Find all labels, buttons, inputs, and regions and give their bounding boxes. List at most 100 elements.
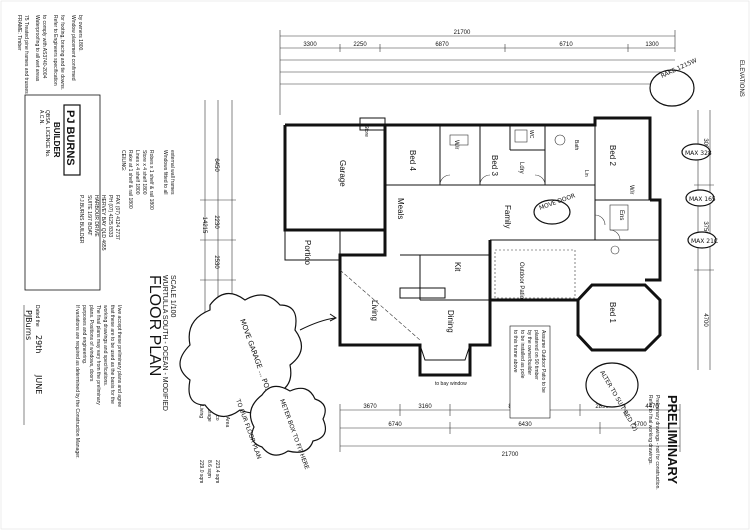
svg-text:Preliminary drawings - not for: Preliminary drawings - not for construct…	[654, 395, 660, 490]
bottom-dim: 4470	[645, 404, 659, 410]
top-dim: 3300	[303, 42, 317, 48]
room-bed3: Bed 3	[490, 155, 499, 176]
room-family: Family	[503, 205, 512, 229]
plan-heading: FLOOR PLAN	[146, 275, 163, 376]
company-addr: QBSA. LICENCE No.	[44, 110, 50, 158]
left-dim: 2530	[213, 255, 219, 269]
note-line: 75 Treated pine frames and trusses	[23, 15, 29, 94]
bottom-dim2: 6430	[518, 422, 532, 428]
bottom-dim2: 6740	[388, 422, 402, 428]
builder-phone: PH (07) 4125 8333	[107, 195, 113, 237]
svg-text:plastered on 90 timber: plastered on 90 timber	[533, 330, 539, 380]
note-line: Waterproofing to all wet areas	[34, 15, 40, 82]
svg-text:Assume Outdoor Patio to be: Assume Outdoor Patio to be	[540, 330, 546, 393]
company-name: PJ BURNS	[64, 110, 76, 166]
room-labels: Garage Bed 4 Bed 3 Bed 2 Bed 1 Family Me…	[303, 125, 634, 387]
acceptance-line: plans. Positions of windows, doors	[88, 305, 94, 382]
acceptance-line: The final plans may vary from the prelim…	[95, 305, 101, 405]
ceiling-note: Lines x 4 shelf 1800	[134, 150, 140, 195]
window-note: external wall frames	[169, 150, 175, 195]
dated-month: JUNE	[34, 374, 43, 394]
bottom-dim: 3670	[363, 404, 377, 410]
builder-town: HERVEY BAY QLD 4655	[100, 195, 106, 251]
right-dim: 3750	[702, 221, 708, 235]
signature: PJBurns	[24, 310, 33, 340]
top-dim: 1300	[645, 42, 659, 48]
elevations-label: ELEVATIONS	[738, 60, 744, 97]
preliminary-label: PRELIMINARY	[665, 395, 680, 484]
right-dim: 4700	[702, 313, 708, 327]
note-line: Refer to Engineers specification	[52, 15, 58, 86]
note-line: Window placement confirmed	[70, 15, 76, 81]
ceiling-note: CEILING:	[120, 150, 126, 171]
area-value: 229.0 sqm	[198, 460, 204, 483]
company-sub: BUILDER	[52, 122, 61, 158]
builder-name: P.J.BURNS BUILDER	[78, 195, 84, 244]
builder-street: HARBOUR DRIVE	[93, 195, 99, 237]
note-line: FRAME: Timber	[16, 15, 22, 51]
svg-text:by the owner/builder: by the owner/builder	[526, 330, 532, 375]
bay-window-note: to bay window	[435, 381, 467, 387]
top-dimensions: 21700 3300 2250 6870 6710 1300	[279, 30, 676, 115]
svg-text:to be installed as pole: to be installed as pole	[519, 330, 525, 379]
room-meals: Meals	[396, 198, 405, 219]
left-dim: 2230	[213, 215, 219, 229]
ceiling-note: Rake at 1 shelf & rail 1800	[127, 150, 133, 209]
window-note: Windows fitted to all	[162, 150, 168, 194]
area-label: Living	[198, 405, 204, 418]
room-store: Store	[363, 125, 369, 137]
top-dim: 2250	[353, 42, 367, 48]
plan-design: WURTULLA SOUTH - OCEAN - MODIFIED	[161, 275, 168, 411]
svg-text:Refer to final working drawing: Refer to final working drawings.	[647, 395, 653, 465]
dated-day: 29th	[34, 335, 43, 353]
acceptance-line: that these are to be used as the basis f…	[109, 305, 115, 404]
left-dim: 6450	[213, 158, 219, 172]
date-block: Dated the 29th JUNE PJBurns	[23, 305, 43, 425]
room-bed4: Bed 4	[408, 150, 417, 171]
svg-text:to this frame above: to this frame above	[512, 330, 518, 373]
bottom-dimensions: 3670 3160 8820 2890 4470 6740 6430 4700 …	[339, 404, 681, 458]
room-patio: Outdoor Patio	[518, 262, 524, 300]
acceptance-line: I/we accept these preliminary plans and …	[116, 305, 122, 407]
room-wc: WC	[528, 130, 534, 139]
acceptance-line: working drawings and specifications.	[102, 305, 108, 386]
room-bed2: Bed 2	[608, 145, 617, 166]
bottom-dim: 3160	[418, 404, 432, 410]
company-addr: A.C.N.	[38, 110, 44, 125]
top-dim: 6710	[559, 42, 573, 48]
room-kit: Kit	[453, 262, 462, 272]
room-garage: Garage	[338, 160, 347, 187]
company-logo	[63, 104, 81, 176]
note-line: by owners 1800.	[77, 15, 83, 52]
room-wir: W/r	[628, 185, 634, 194]
room-ens: Ens	[618, 210, 624, 220]
preliminary-stamp: PRELIMINARY Preliminary drawings - not f…	[647, 395, 680, 490]
left-total-dim: 14215	[201, 217, 207, 234]
plan-title: FLOOR PLAN WURTULLA SOUTH - OCEAN - MODI…	[146, 275, 176, 411]
ceiling-notes: CEILING: Rake at 1 shelf & rail 1800 Lin…	[120, 150, 175, 210]
acceptance-line: purposes and engineering.	[81, 305, 87, 364]
building-walls	[283, 116, 662, 377]
general-notes: FRAME: Timber 75 Treated pine frames and…	[16, 15, 83, 94]
dated-label: Dated the	[34, 305, 40, 327]
area-value: 8.6 sqm	[206, 460, 212, 478]
room-living: Living	[370, 300, 379, 321]
top-total-dim: 21700	[454, 30, 471, 36]
note-line: for footing, bracing and tie downs.	[59, 15, 65, 90]
area-value: 223.4 sqm	[214, 460, 220, 483]
annotation-max328: MAX 328	[685, 150, 712, 157]
room-linen: Lin	[583, 170, 589, 177]
area-label: Garage	[206, 405, 212, 422]
note-line: to comply with AS3740-2004	[41, 15, 47, 79]
bottom-dim: 2890	[595, 404, 609, 410]
room-bath: Bath	[573, 140, 579, 151]
svg-text:ELEVATIONS: ELEVATIONS	[738, 60, 744, 97]
room-ldry: Ldry	[518, 162, 524, 174]
plan-scale: SCALE 1/100	[169, 275, 176, 318]
room-dining: Dining	[446, 310, 455, 333]
acceptance-block: I/we accept these preliminary plans and …	[74, 305, 122, 459]
room-portico: Portico	[303, 240, 312, 265]
builder-fax: FAX (07) 4124 2737	[114, 195, 120, 240]
room-bed1: Bed 1	[608, 302, 617, 323]
